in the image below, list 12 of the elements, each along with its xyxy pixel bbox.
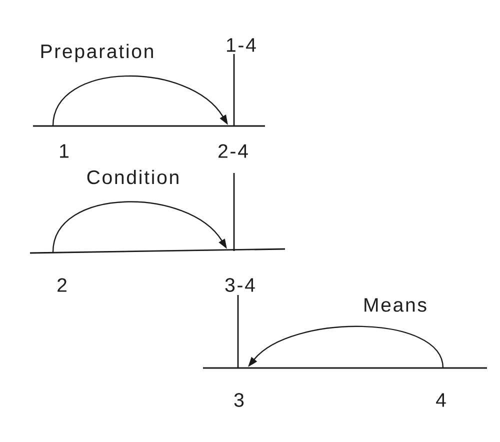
edge-label: Means (362, 297, 428, 313)
point-label: 2 (58, 278, 66, 292)
point-label: 4 (436, 393, 446, 407)
point-label: 1 (60, 144, 68, 158)
marker-label: 1-4 (227, 38, 256, 52)
point-label: 2-4 (218, 144, 248, 158)
curved-arrow (52, 201, 227, 252)
edge-label: Condition (85, 168, 181, 186)
curved-arrow (52, 76, 228, 126)
edge-label: Preparation (38, 42, 156, 64)
point-label: 3-4 (225, 278, 255, 292)
point-label: 3 (234, 393, 244, 407)
